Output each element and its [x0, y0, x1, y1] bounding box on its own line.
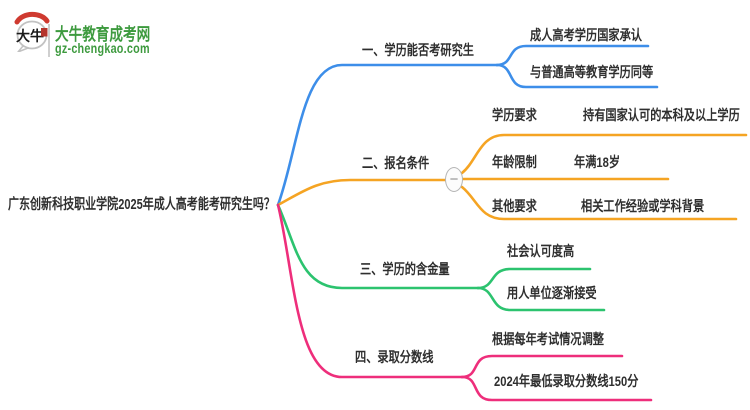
branch3-child-2[interactable]: 用人单位逐渐接受 [507, 285, 597, 301]
branch3-child2-line [476, 286, 606, 312]
branch2-row2-value[interactable]: 年满18岁 [574, 154, 621, 170]
branch2-row1-label[interactable]: 学历要求 [492, 107, 537, 123]
logo-bubble-tail [17, 45, 29, 52]
branch1-topic[interactable]: 一、学历能否考研究生 [362, 42, 474, 58]
logo-title: 大牛教育成考网 [55, 25, 151, 44]
branch4-child-2[interactable]: 2024年最低录取分数线150分 [494, 373, 639, 389]
branch1-child-1[interactable]: 成人高考学历国家承认 [530, 27, 642, 43]
branch2-row2-label[interactable]: 年龄限制 [492, 154, 537, 170]
branch2-row1-value[interactable]: 持有国家认可的本科及以上学历 [583, 107, 740, 123]
logo: 大牛 大牛教育成考网 gz-chengkao.com [0, 0, 230, 70]
branch4-child-1[interactable]: 根据每年考试情况调整 [492, 331, 604, 347]
branch2-row1-line [460, 133, 748, 175]
branch1-line [276, 63, 499, 207]
branch2-topic[interactable]: 二、报名条件 [362, 155, 430, 171]
logo-divider [48, 24, 50, 57]
logo-icon-text: 大牛 [16, 28, 44, 44]
logo-bubble-icon: 大牛 [14, 11, 50, 52]
branch4-line [276, 203, 464, 379]
branch2-line [276, 178, 448, 207]
branch2-row3-value[interactable]: 相关工作经验或学科背景 [581, 198, 705, 214]
branch3-child-1[interactable]: 社会认可度高 [507, 243, 575, 259]
branch4-child1-line [460, 354, 624, 379]
branch1-child-2[interactable]: 与普通高等教育学历同等 [530, 64, 654, 80]
branch1-child2-line [495, 63, 659, 89]
logo-seal [41, 28, 48, 37]
branch3-line [276, 203, 480, 290]
branch1-child1-line [495, 44, 650, 67]
branch4-topic[interactable]: 四、录取分数线 [355, 349, 434, 365]
branch3-topic[interactable]: 三、学历的含金量 [360, 261, 450, 277]
logo-red-arc [14, 11, 50, 25]
root-topic[interactable]: 广东创新科技职业学院2025年成人高考能考研究生吗？ [8, 197, 275, 213]
logo-subtitle: gz-chengkao.com [55, 41, 150, 56]
collapse-toggle[interactable]: − [445, 167, 463, 192]
branch2-row3-line [460, 185, 738, 221]
branch2-row3-label[interactable]: 其他要求 [492, 198, 537, 214]
branch4-child2-line [460, 375, 653, 402]
